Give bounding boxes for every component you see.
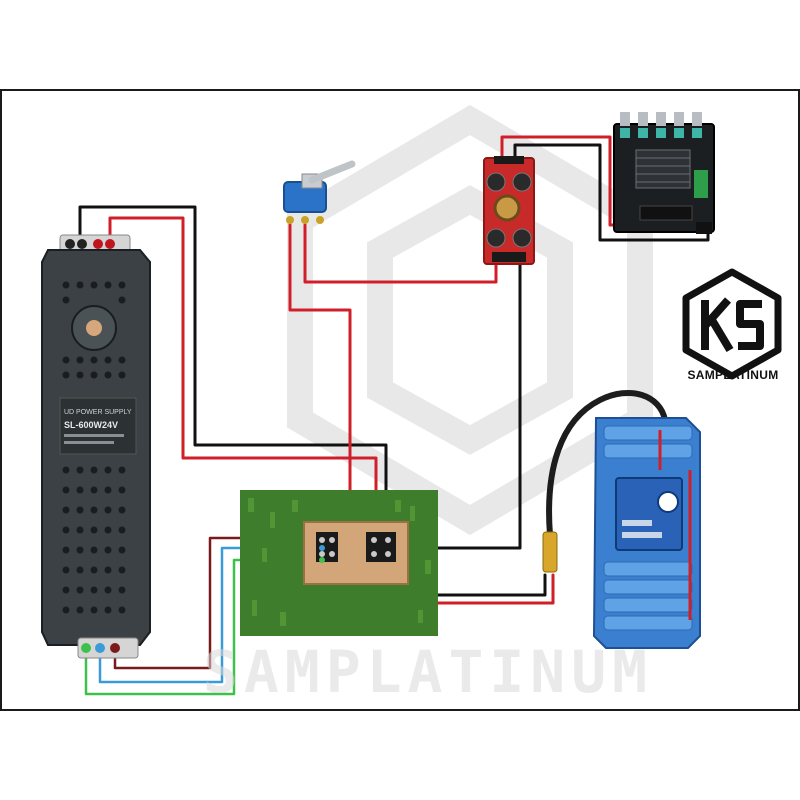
converter-capacitor-4 [512,228,532,248]
watermark-text: SAMPLATINUM [202,638,654,706]
amplifier-board [613,112,715,234]
power-supply: UD POWER SUPPLY SL-600W24V [41,234,151,659]
amp-output-terminal [694,170,708,198]
wire-red-switch-to-converter [303,223,498,284]
wire-red-switch-to-terminal [288,223,352,542]
logo-k-stroke [701,297,734,353]
converter-inductor [493,194,521,222]
battery-cable [546,389,668,538]
converter-capacitor-2 [512,172,532,192]
psu-bottom-terminal-bracket [77,637,139,659]
logo-s-stroke [736,300,764,350]
psu-terminal-blue [95,643,105,653]
boost-converter [483,156,535,265]
psu-terminal-brown [110,643,120,653]
terminal-wire-blue-end [319,545,325,551]
samplatinum-logo [682,268,782,380]
switch-pin-3 [316,216,324,224]
amp-speaker-terminals [639,205,693,221]
psu-vent-holes [62,281,126,614]
battery-bms-board [615,477,683,551]
wire-black-psu-to-terminal [78,205,388,542]
wire-red-psu-to-terminal [108,216,378,542]
terminal-block-right [366,532,396,562]
psu-terminal-green [81,643,91,653]
battery-connector [542,531,558,573]
psu-terminal-red-1 [93,239,103,249]
amp-power-terminal [696,222,712,234]
battery-red-lead [658,430,692,620]
brand-name: SAMPLATINUM [687,368,779,382]
psu-label-plate [59,397,137,455]
terminal-board-photo [240,490,438,636]
amp-knobs [620,112,702,138]
psu-model-label: SL-600W24V [64,420,118,430]
toggle-switch [283,160,356,224]
psu-fan-grille [71,305,117,351]
converter-capacitor-1 [486,172,506,192]
psu-terminal-black-2 [77,239,87,249]
psu-terminal-red-2 [105,239,115,249]
terminal-wire-green-end [319,557,325,563]
bms-logo [657,491,679,513]
switch-pin-1 [286,216,294,224]
psu-brand-label: UD POWER SUPPLY [64,409,132,416]
switch-lever [308,160,356,184]
switch-pin-2 [301,216,309,224]
battery-pack [542,389,701,649]
logo-hexagon [682,268,782,380]
battery-cells [603,425,693,631]
psu-terminal-black-1 [65,239,75,249]
converter-output-terminal [492,252,526,262]
converter-input-terminal [494,156,524,164]
wire-black-converter-to-amp [513,143,710,242]
grass-texture [248,498,431,626]
converter-capacitor-3 [486,228,506,248]
